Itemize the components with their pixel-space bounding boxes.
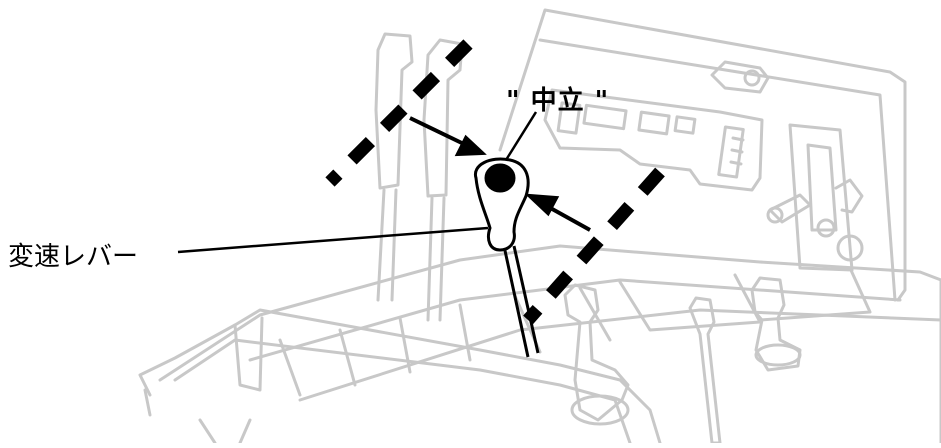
grab-rail <box>140 310 660 443</box>
label-shift-lever: 変速レバー <box>8 236 138 273</box>
small-lever-right <box>690 298 720 443</box>
shift-lever-rod <box>504 246 538 357</box>
arrow-left-head <box>458 138 482 154</box>
shift-lever-knob-top <box>486 165 514 191</box>
console-line-art <box>140 10 941 443</box>
neutral-zone-line-right <box>528 172 660 320</box>
label-neutral: " 中立 " <box>506 80 609 117</box>
arrow-left <box>410 118 468 146</box>
